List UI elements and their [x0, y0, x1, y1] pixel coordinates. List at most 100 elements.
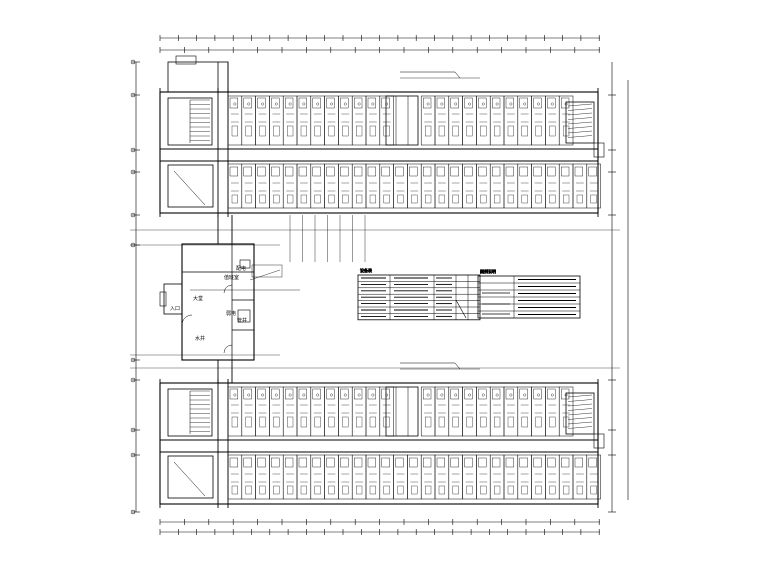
fixture-symbol — [454, 393, 458, 397]
stair-tread — [567, 412, 593, 416]
service-room-diagonal — [173, 461, 206, 497]
room-desk — [563, 194, 570, 204]
fixture-symbol — [302, 393, 306, 397]
room-desk — [287, 416, 294, 428]
grid-bubble — [130, 357, 136, 363]
fixture-symbol — [509, 102, 513, 106]
room-bathroom — [492, 97, 501, 109]
equipment-box — [237, 309, 251, 323]
room-desk — [356, 125, 363, 137]
fixture-symbol — [357, 393, 361, 397]
room-desk — [507, 194, 514, 204]
service-room — [167, 455, 214, 499]
fixture-symbol — [371, 102, 375, 106]
room-bathroom — [340, 388, 349, 400]
room-bathroom — [243, 457, 252, 468]
room-unit-upper — [558, 95, 574, 146]
door-swing — [223, 284, 233, 294]
entrance-door — [159, 291, 167, 307]
room-desk — [480, 416, 487, 428]
stair-tread — [567, 403, 593, 407]
fixture-symbol — [564, 393, 568, 397]
wing-outline — [159, 382, 599, 505]
fixture-symbol — [523, 102, 527, 106]
room-bathroom — [354, 97, 363, 109]
room-bathroom — [326, 166, 335, 177]
room-desk — [369, 416, 376, 428]
room-bathroom — [574, 166, 584, 177]
room-desk — [369, 485, 376, 495]
room-desk — [356, 485, 363, 495]
equipment-table-title: 设备表 — [360, 267, 372, 273]
stair-tread — [567, 130, 593, 134]
fixture-symbol — [288, 393, 292, 397]
room-bathroom — [298, 457, 308, 468]
fixture-symbol — [537, 393, 540, 397]
door-swing — [223, 344, 233, 354]
stair-tread — [567, 126, 593, 129]
fixture-symbol — [426, 393, 430, 397]
room-unit-upper — [558, 386, 574, 437]
label-room-b: 弱电 — [226, 310, 236, 317]
room-bathroom — [326, 97, 335, 109]
room-desk — [259, 485, 266, 495]
room-bathroom — [547, 457, 556, 468]
room-desk — [245, 416, 252, 428]
room-desk — [507, 485, 514, 495]
right-stair-block — [565, 392, 595, 435]
room-desk — [259, 125, 266, 137]
room-bathroom — [409, 457, 418, 468]
room-desk — [549, 416, 556, 428]
fixture-symbol — [316, 393, 320, 397]
room-desk — [480, 485, 487, 495]
room-bathroom — [367, 97, 377, 109]
room-desk — [535, 485, 542, 495]
room-bathroom — [312, 457, 321, 468]
equipment-box — [239, 259, 251, 269]
room-bathroom — [271, 457, 280, 468]
room-desk — [521, 194, 528, 204]
fixture-symbol — [454, 102, 458, 106]
room-desk — [466, 485, 473, 495]
fixture-symbol — [495, 102, 499, 106]
room-bathroom — [271, 97, 280, 109]
room-desk — [342, 485, 349, 495]
stair-tread — [567, 394, 593, 398]
note-box — [251, 264, 283, 278]
stair-tread — [567, 399, 593, 402]
service-room — [167, 164, 214, 208]
room-bathroom — [547, 97, 556, 109]
stair-tread — [567, 112, 593, 116]
stair-tread — [567, 103, 593, 107]
service-core — [385, 95, 419, 146]
room-bathroom — [423, 97, 432, 109]
fixture-symbol — [371, 393, 375, 397]
room-bathroom — [519, 97, 528, 109]
room-bathroom — [354, 457, 363, 468]
room-desk — [494, 194, 501, 204]
room-unit-lower — [586, 163, 601, 209]
label-room-c: 水井 — [195, 335, 205, 342]
room-desk — [231, 125, 238, 137]
room-bathroom — [561, 97, 570, 109]
room-desk — [590, 194, 597, 204]
room-desk — [494, 416, 501, 428]
room-desk — [328, 485, 335, 495]
room-bathroom — [229, 457, 239, 468]
fixture-symbol — [274, 102, 278, 106]
legend-tables: 设备表图例说明 — [357, 267, 581, 321]
room-bathroom — [505, 457, 515, 468]
room-desk — [397, 194, 404, 204]
room-bathroom — [519, 457, 528, 468]
room-bathroom — [326, 457, 335, 468]
room-desk — [259, 194, 266, 204]
room-desk — [438, 194, 445, 204]
room-desk — [287, 485, 294, 495]
room-desk — [245, 485, 252, 495]
fixture-symbol — [343, 393, 347, 397]
room-desk — [507, 416, 514, 428]
room-bathroom — [271, 388, 280, 400]
room-desk — [563, 485, 570, 495]
room-desk — [397, 485, 404, 495]
room-desk — [590, 485, 597, 495]
